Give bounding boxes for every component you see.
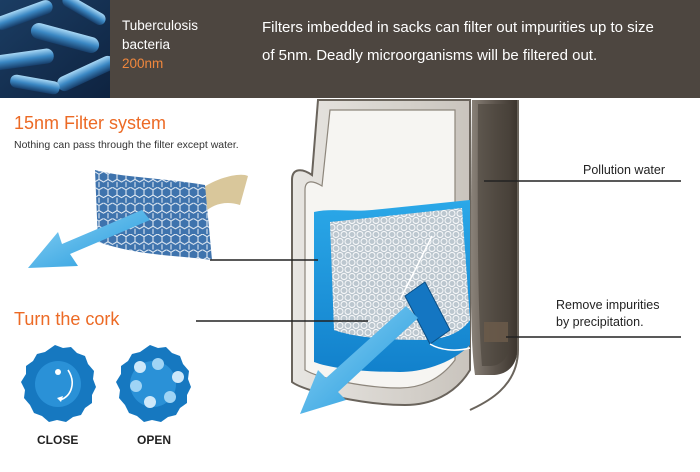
pollution-water-label: Pollution water	[583, 163, 665, 177]
filter-system-title: 15nm Filter system	[14, 113, 167, 133]
bacteria-size: 200nm	[122, 56, 164, 71]
outflow-arrow-left	[28, 210, 150, 268]
bacteria-image	[0, 0, 110, 98]
header-message-line1: Filters imbedded in sacks can filter out…	[262, 19, 654, 36]
bacteria-name-line1: Tuberculosis	[122, 18, 199, 33]
header-message-line2: of 5nm. Deadly microorganisms will be fi…	[262, 47, 598, 64]
remove-impurities-line2: by precipitation.	[556, 315, 644, 329]
filter-sheet-graphic	[95, 170, 248, 260]
cork-close-label: CLOSE	[37, 433, 79, 447]
remove-impurities-line1: Remove impurities	[556, 298, 660, 312]
turn-cork-title: Turn the cork	[14, 309, 120, 329]
cork-open-icon	[116, 345, 191, 422]
water-sack-graphic	[291, 99, 519, 411]
outflow-arrow-bottom	[300, 306, 418, 414]
cork-open-label: OPEN	[137, 433, 172, 447]
cork-close-icon	[21, 345, 96, 422]
filter-system-subtitle: Nothing can pass through the filter exce…	[14, 139, 239, 151]
bacteria-name-line2: bacteria	[122, 37, 171, 52]
header-banner: Tuberculosis bacteria 200nm Filters imbe…	[0, 0, 700, 98]
